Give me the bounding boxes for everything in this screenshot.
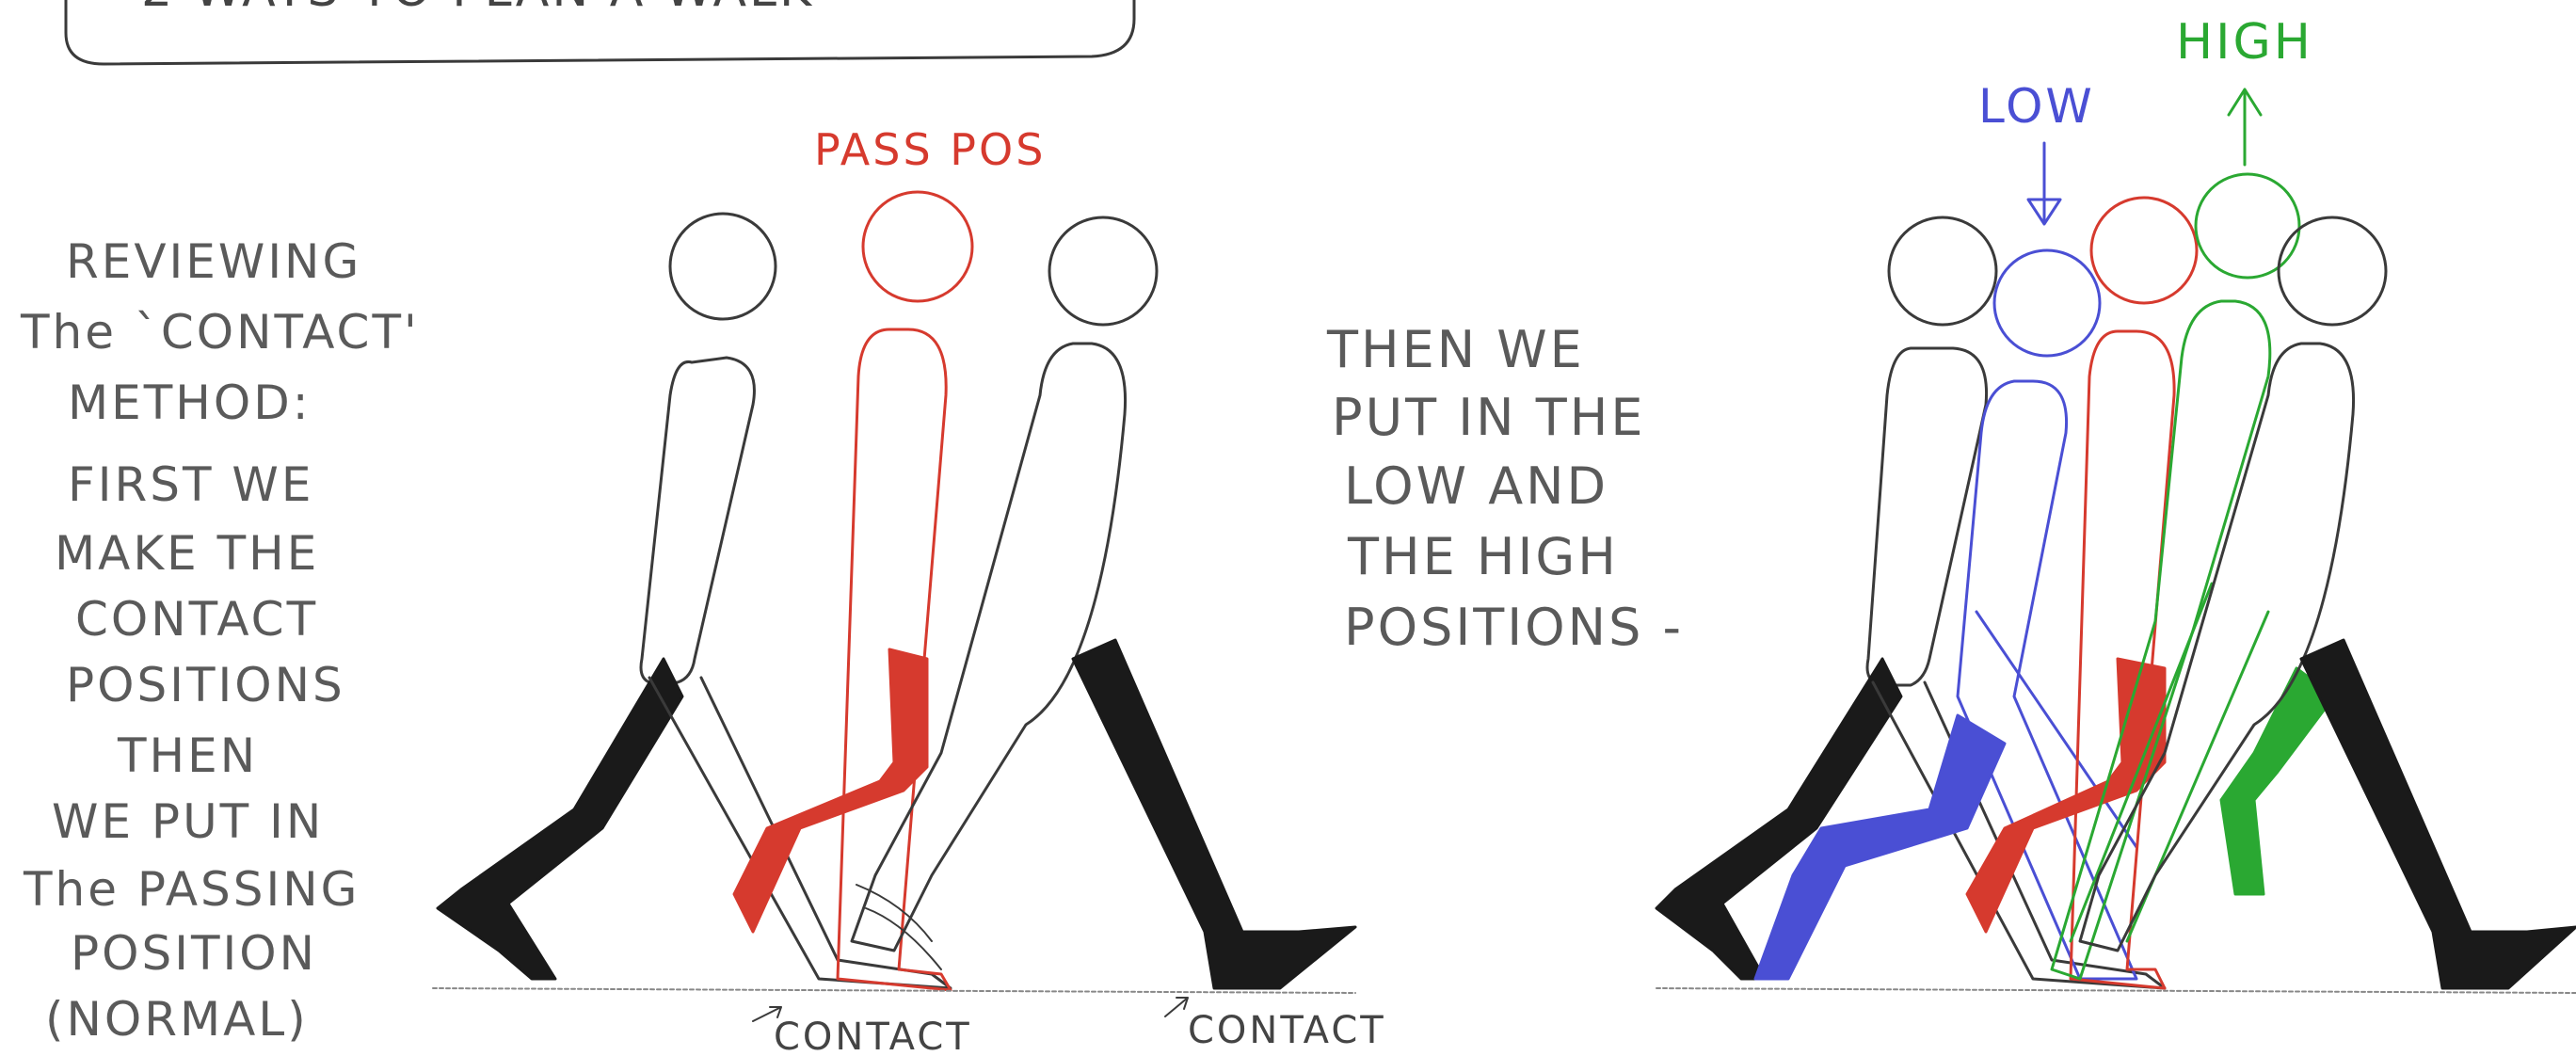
high-arrow — [2229, 89, 2261, 165]
left-text-line: The `CONTACT' — [20, 305, 420, 360]
head — [2091, 198, 2197, 303]
left-text-line: METHOD: — [68, 376, 312, 430]
left-text-line: THEN — [117, 728, 258, 783]
back-leg-black — [438, 659, 682, 979]
head — [2279, 217, 2386, 325]
left-text-line: REVIEWING — [66, 234, 361, 289]
front-leg-black — [2301, 640, 2576, 988]
head — [1994, 250, 2100, 356]
left-text-line: MAKE THE — [55, 526, 319, 581]
head — [863, 192, 972, 301]
low-arrow — [2028, 143, 2060, 224]
left-text-line: WE PUT IN — [52, 794, 324, 849]
contact-arrow-2 — [1165, 998, 1188, 1016]
left-text-line: (NORMAL) — [45, 992, 309, 1047]
left-explanation: REVIEWING The `CONTACT' METHOD: FIRST WE… — [20, 234, 420, 1047]
passing-figure-red — [734, 192, 972, 990]
right-contact-figure-right — [2080, 217, 2576, 988]
body — [641, 358, 754, 682]
contact-figure-left — [438, 214, 951, 988]
low-label: LOW — [1978, 79, 2095, 134]
left-text-line: The PASSING — [23, 862, 360, 917]
left-text-line: POSITIONS — [66, 658, 345, 712]
body — [852, 344, 1126, 951]
high-label: HIGH — [2176, 14, 2313, 71]
left-text-line: POSITION — [71, 926, 317, 981]
head — [670, 214, 776, 319]
middle-explanation: THEN WE PUT IN THE LOW AND THE HIGH POSI… — [1326, 320, 1684, 657]
high-position-figure-green — [2052, 174, 2334, 979]
contact-label-1: CONTACT — [774, 1016, 972, 1056]
contact-label-2: CONTACT — [1188, 1009, 1386, 1052]
body — [2080, 344, 2354, 951]
right-walk-diagram — [1656, 89, 2576, 993]
back-leg-red — [1967, 659, 2165, 932]
left-walk-diagram — [433, 192, 1355, 1021]
left-text-line: CONTACT — [75, 592, 318, 647]
middle-text-line: LOW AND — [1344, 456, 1608, 516]
left-text-line: FIRST WE — [68, 457, 313, 512]
front-leg-black — [1073, 640, 1355, 988]
head — [1049, 217, 1157, 325]
head — [2196, 174, 2299, 278]
back-leg-red — [734, 649, 927, 932]
pass-pos-label: PASS POS — [814, 124, 1046, 175]
low-position-figure-blue — [1755, 250, 2136, 979]
right-contact-figure-left — [1656, 217, 2165, 988]
middle-text-line: PUT IN THE — [1332, 388, 1645, 447]
ground-line — [1656, 988, 2576, 993]
title-text: 2 WAYS TO PLAN A WALK — [141, 0, 814, 18]
middle-text-line: POSITIONS - — [1344, 598, 1684, 657]
leg-line-1 — [2071, 584, 2212, 941]
body — [1867, 348, 1987, 685]
middle-text-line: THE HIGH — [1347, 527, 1619, 586]
head — [1889, 217, 1996, 325]
title-box: 2 WAYS TO PLAN A WALK — [66, 0, 1134, 64]
middle-text-line: THEN WE — [1326, 320, 1585, 379]
